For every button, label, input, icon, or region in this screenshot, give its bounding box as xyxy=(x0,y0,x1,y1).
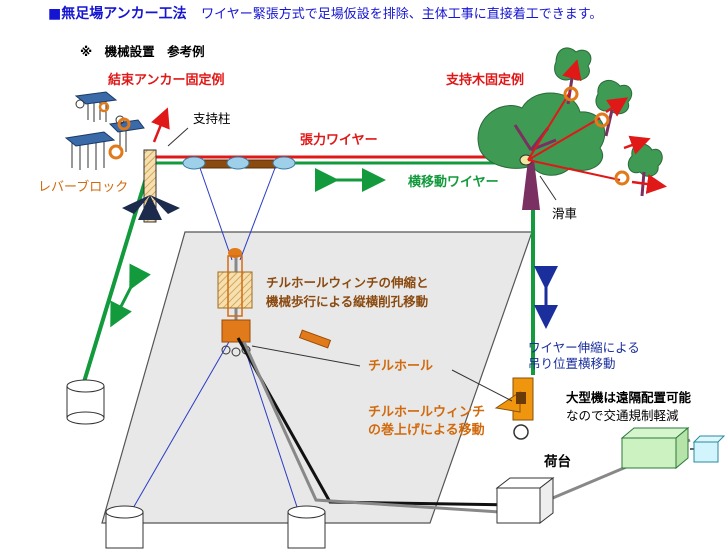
drum-bottom-center xyxy=(287,505,326,549)
drum-left xyxy=(66,379,105,425)
drilling-machine xyxy=(217,248,253,357)
label-pulley: 滑車 xyxy=(552,206,578,221)
hoist-pointer xyxy=(451,369,513,402)
tree-tie-wires xyxy=(527,86,630,186)
large-machine xyxy=(620,426,690,470)
trolley xyxy=(182,156,296,170)
label-hoist-line1: ワイヤー伸縮による xyxy=(528,340,640,355)
label-lever-block: レバーブロック xyxy=(38,180,129,195)
drum-bottom-left xyxy=(105,505,144,549)
hoist-block xyxy=(494,377,534,440)
label-bound-anchor: 結束アンカー固定例 xyxy=(108,73,225,88)
tree-small-3 xyxy=(627,143,663,197)
label-tension-wire: 張力ワイヤー xyxy=(300,133,378,148)
label-cargo: 荷台 xyxy=(544,454,571,470)
cargo-box xyxy=(495,476,555,525)
header-title: ■無足場アンカー工法 xyxy=(48,6,187,22)
header-subtitle: ワイヤー緊張方式で足場仮設を排除、主体工事に直接着工できます。 xyxy=(201,7,603,22)
chilhoist-pointer xyxy=(251,345,361,367)
slope-plane xyxy=(101,231,533,524)
label-winch-line1: チルホールウィンチの伸縮と xyxy=(266,275,429,290)
anchor-red-arrow xyxy=(151,107,170,143)
label-traverse-wire: 横移動ワイヤー xyxy=(408,175,499,190)
reference-note: ※ 機械設置 参考例 xyxy=(80,44,205,59)
label-large-line1: 大型機は遠隔配置可能 xyxy=(566,390,692,405)
anchor-wire-left xyxy=(82,164,152,383)
slope-arrow-left xyxy=(110,263,151,328)
chilhoist-body xyxy=(298,329,332,349)
pulley-pointer xyxy=(539,175,557,201)
small-machine xyxy=(692,435,726,463)
label-large-line2: なので交通規制軽減 xyxy=(566,408,679,423)
support-post-shape xyxy=(122,127,189,223)
label-support-tree: 支持木固定例 xyxy=(446,73,525,88)
label-windup-line2: の巻上げによる移動 xyxy=(368,423,485,438)
label-hoist-line2: 吊り位置横移動 xyxy=(528,356,616,371)
label-support-post: 支持柱 xyxy=(193,111,231,126)
label-winch-line2: 機械歩行による縦横削孔移動 xyxy=(266,294,429,309)
suspension-lines xyxy=(131,167,299,511)
tree-red-arrows xyxy=(562,59,667,194)
label-chilhoist: チルホール xyxy=(368,359,434,374)
anchor-frames xyxy=(64,91,145,170)
header-row: ■無足場アンカー工法 ワイヤー緊張方式で足場仮設を排除、主体工事に直接着工できま… xyxy=(48,6,602,24)
label-windup-line1: チルホールウィンチ xyxy=(368,405,486,420)
winch-wire-gray xyxy=(242,341,501,514)
